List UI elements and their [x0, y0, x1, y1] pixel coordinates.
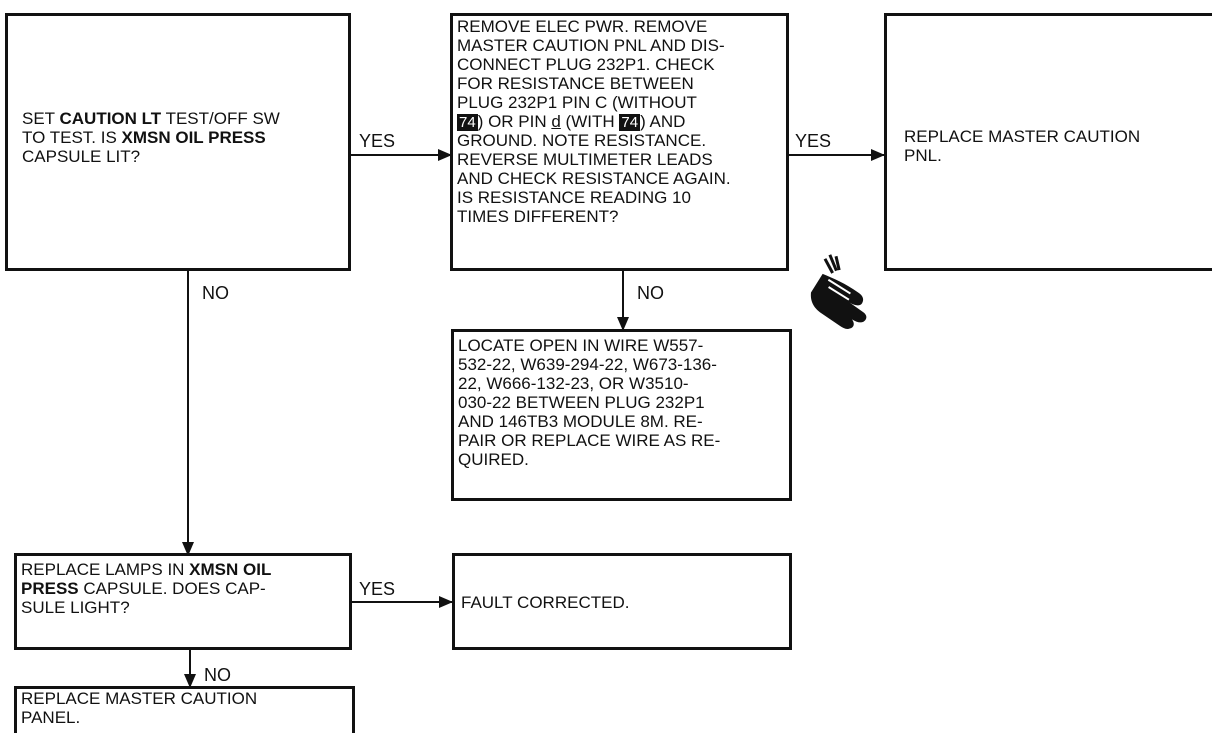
- box-locate-open-wire-line-4: 030-22 BETWEEN PLUG 232P1: [458, 393, 705, 412]
- box-locate-open-wire: LOCATE OPEN IN WIRE W557- 532-22, W639-2…: [451, 329, 792, 501]
- box-replace-lamps-line-1: REPLACE LAMPS IN XMSN OIL: [21, 560, 272, 579]
- label-no-1: NO: [202, 283, 229, 303]
- box-remove-elec-pwr: REMOVE ELEC PWR. REMOVE MASTER CAUTION P…: [450, 13, 789, 271]
- tag-74-b: 74: [619, 114, 641, 131]
- box-remove-elec-pwr-line-9: AND CHECK RESISTANCE AGAIN.: [457, 169, 731, 188]
- box-remove-elec-pwr-line-2: MASTER CAUTION PNL AND DIS-: [457, 36, 725, 55]
- label-yes-1: YES: [359, 131, 396, 151]
- label-yes-2: YES: [795, 131, 832, 151]
- box-locate-open-wire-line-3: 22, W666-132-23, OR W3510-: [458, 374, 689, 393]
- box-replace-lamps-line-2: PRESS CAPSULE. DOES CAP-: [21, 579, 266, 598]
- box-set-caution-lt: SET CAUTION LT TEST/OFF SW TO TEST. IS X…: [5, 13, 351, 271]
- box-replace-master-caution-pnl-line-1: REPLACE MASTER CAUTION: [904, 127, 1141, 146]
- box-set-caution-lt-line-3: CAPSULE LIT?: [22, 147, 141, 166]
- box-replace-master-caution-panel-line-2: PANEL.: [21, 708, 81, 727]
- box-replace-lamps-line-3: SULE LIGHT?: [21, 598, 130, 617]
- box-remove-elec-pwr-line-8: REVERSE MULTIMETER LEADS: [457, 150, 713, 169]
- box-remove-elec-pwr-line-1: REMOVE ELEC PWR. REMOVE: [457, 17, 708, 36]
- label-no-2: NO: [637, 283, 664, 303]
- box-locate-open-wire-line-6: PAIR OR REPLACE WIRE AS RE-: [458, 431, 721, 450]
- box-remove-elec-pwr-line-7: GROUND. NOTE RESISTANCE.: [457, 131, 707, 150]
- label-yes-3: YES: [359, 579, 396, 599]
- box-fault-corrected: FAULT CORRECTED.: [452, 553, 792, 650]
- box-remove-elec-pwr-line-11: TIMES DIFFERENT?: [457, 207, 619, 226]
- box-remove-elec-pwr-line-3: CONNECT PLUG 232P1. CHECK: [457, 55, 715, 74]
- box-locate-open-wire-line-5: AND 146TB3 MODULE 8M. RE-: [458, 412, 703, 431]
- tag-74-a: 74: [457, 114, 478, 131]
- box-set-caution-lt-line-1: SET CAUTION LT TEST/OFF SW: [22, 109, 280, 128]
- pointing-hand-icon: [810, 254, 867, 330]
- box-remove-elec-pwr-line-4: FOR RESISTANCE BETWEEN: [457, 74, 694, 93]
- box-replace-master-caution-pnl-line-2: PNL.: [904, 146, 942, 165]
- label-no-3: NO: [204, 665, 231, 685]
- box-remove-elec-pwr-line-6: 74) OR PIN d (WITH 74) AND: [457, 112, 686, 131]
- box-set-caution-lt-line-2: TO TEST. IS XMSN OIL PRESS: [22, 128, 266, 147]
- box-fault-corrected-text: FAULT CORRECTED.: [461, 593, 630, 612]
- box-replace-master-caution-panel: REPLACE MASTER CAUTION PANEL.: [14, 686, 355, 733]
- box-replace-lamps: REPLACE LAMPS IN XMSN OIL PRESS CAPSULE.…: [14, 553, 352, 650]
- box-replace-master-caution-pnl: REPLACE MASTER CAUTION PNL.: [884, 13, 1212, 271]
- box-locate-open-wire-line-7: QUIRED.: [458, 450, 529, 469]
- box-replace-master-caution-panel-line-1: REPLACE MASTER CAUTION: [21, 689, 258, 708]
- box-locate-open-wire-line-2: 532-22, W639-294-22, W673-136-: [458, 355, 717, 374]
- box-remove-elec-pwr-line-10: IS RESISTANCE READING 10: [457, 188, 691, 207]
- box-locate-open-wire-line-1: LOCATE OPEN IN WIRE W557-: [458, 336, 704, 355]
- box-remove-elec-pwr-line-5: PLUG 232P1 PIN C (WITHOUT: [457, 93, 697, 112]
